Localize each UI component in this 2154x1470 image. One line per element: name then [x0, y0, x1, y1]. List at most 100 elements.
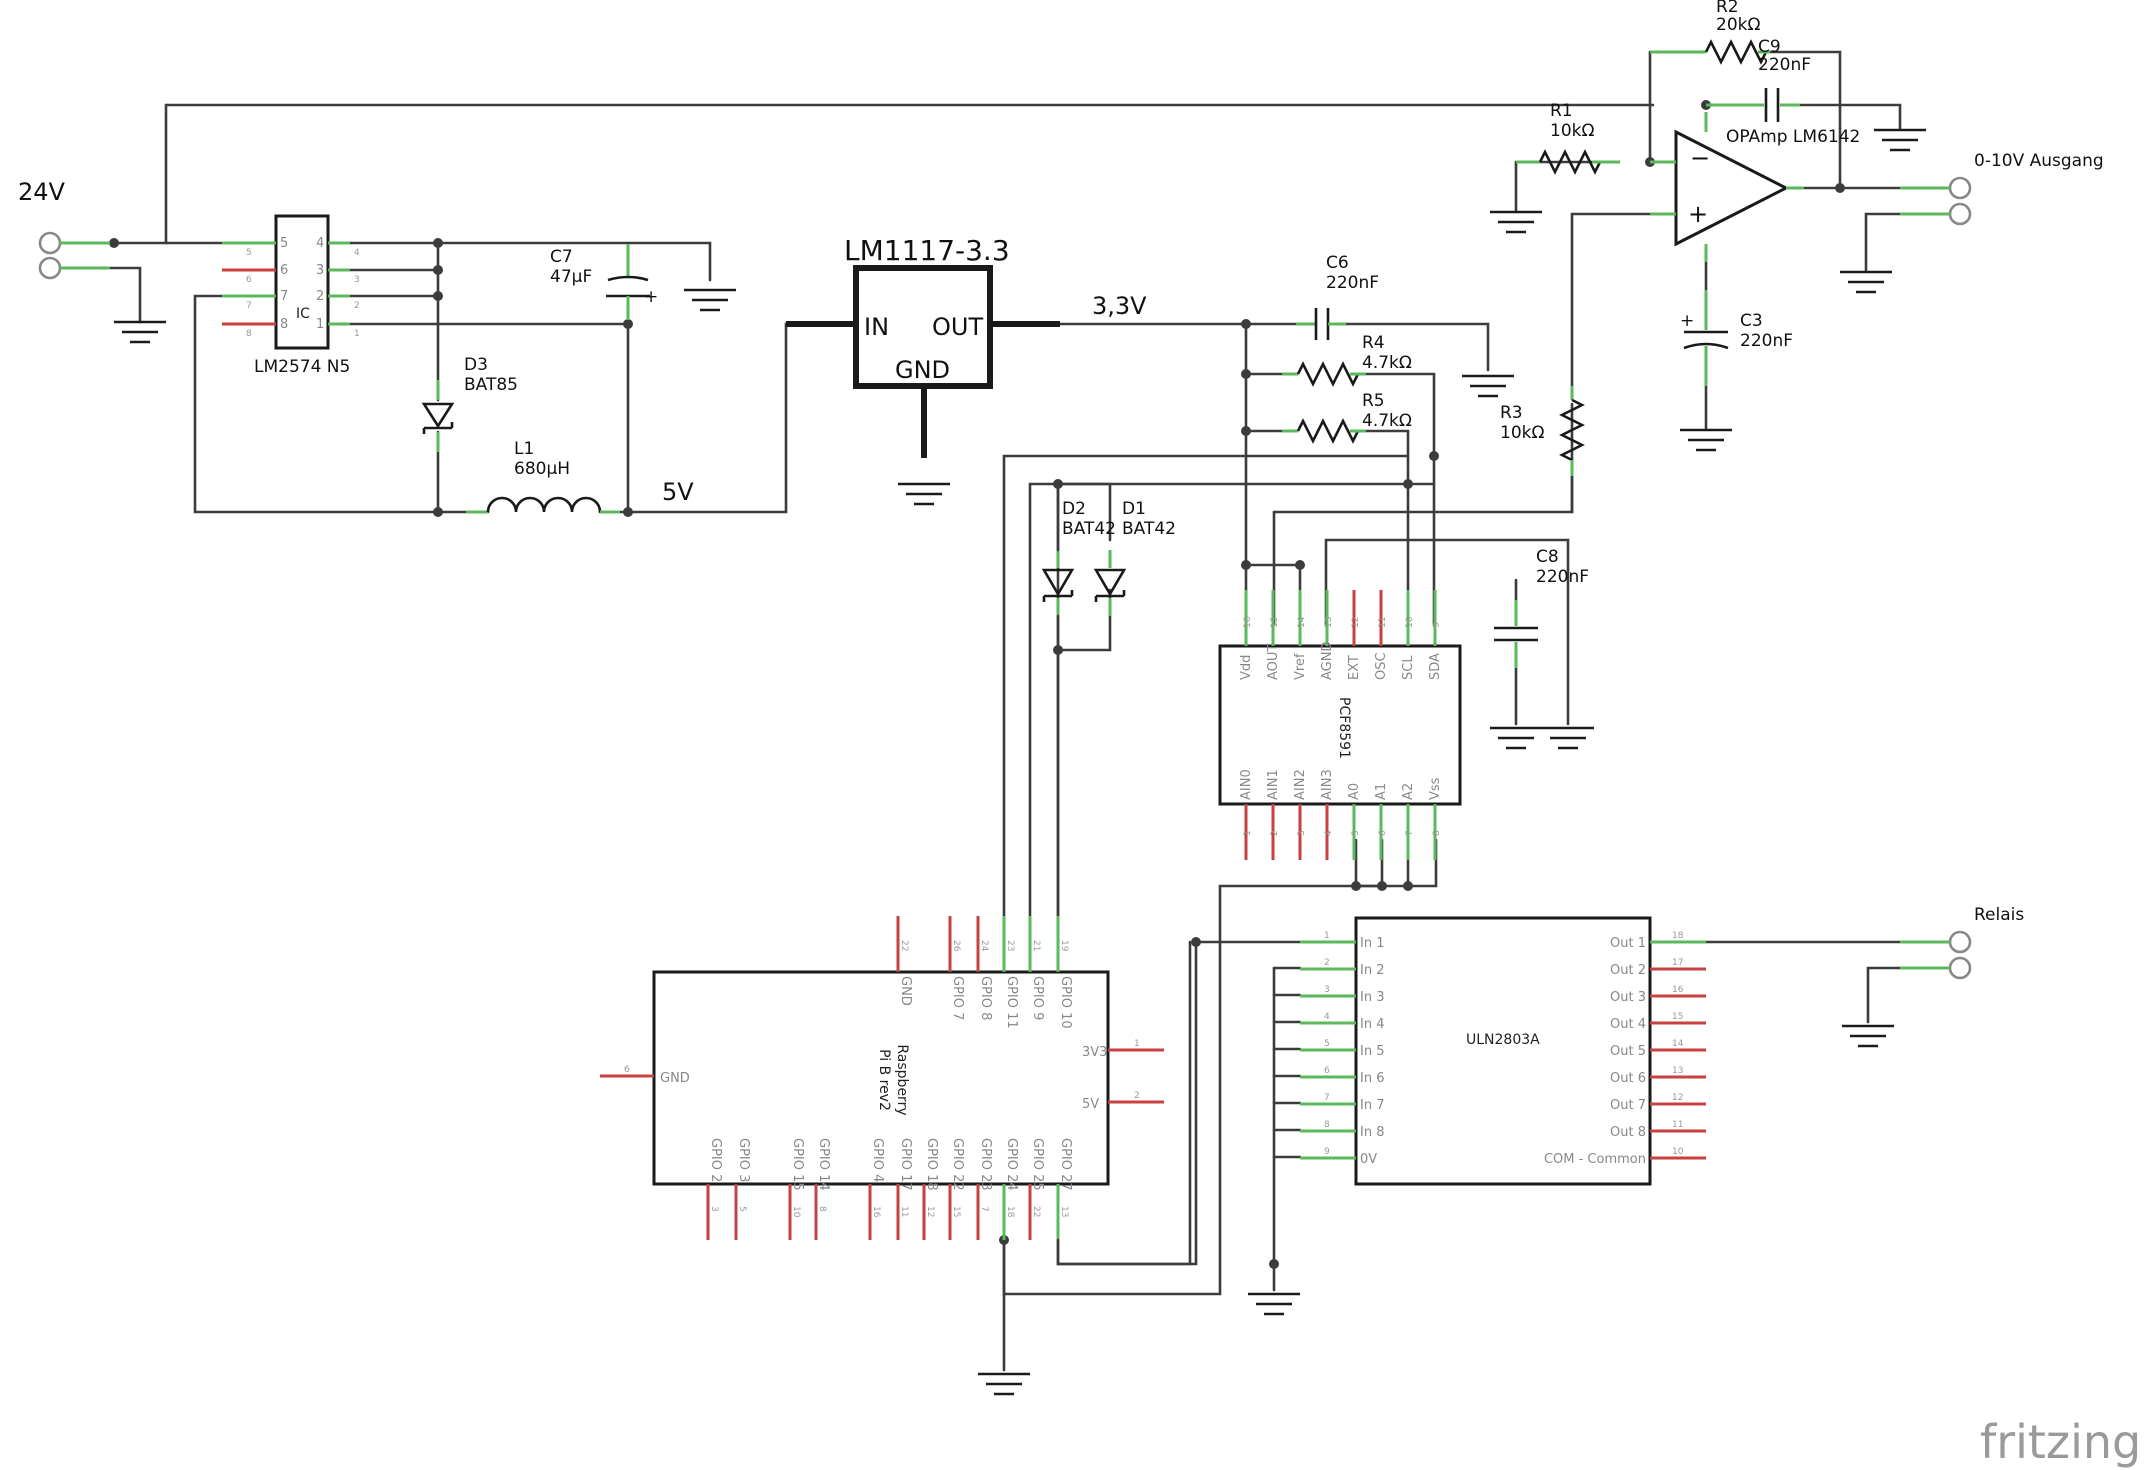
svg-text:4: 4 [316, 236, 324, 251]
svg-text:4: 4 [354, 248, 360, 258]
raspi-top-pin-num: 19 [1059, 940, 1069, 952]
svg-text:2: 2 [316, 289, 324, 304]
capacitor-c9[interactable]: C9 220nF [1706, 37, 1811, 122]
raspi-bottom-pin-label: GPIO 22 [950, 1138, 965, 1191]
diode-d3[interactable]: D3 BAT85 [421, 355, 518, 452]
r3-ref: R3 [1500, 403, 1523, 423]
resistor-r1[interactable]: R1 10kΩ [1516, 101, 1620, 175]
opamp-lm6142[interactable]: − + OPAmp LM6142 [1650, 112, 1860, 262]
r4-value: 4.7kΩ [1362, 353, 1412, 373]
label-5v: 5V [662, 478, 694, 506]
r2-value: 20kΩ [1716, 15, 1760, 35]
uln-left-pin-label: In 5 [1360, 1044, 1384, 1059]
r2-ref: R2 [1716, 0, 1739, 17]
pcf-bottom-pin-label: AIN2 [1293, 769, 1308, 800]
raspi-top-pin-label: GPIO 7 [950, 976, 965, 1020]
pcf8591-chip[interactable]: Vdd16AOUT15Vref14AGND13EXT12OSC11SCL10SD… [1218, 590, 1462, 860]
lm1117-regulator[interactable]: IN OUT GND LM1117-3.3 [844, 234, 1010, 389]
capacitor-c3[interactable]: + C3 220nF [1680, 290, 1793, 386]
raspi-bottom-pin-num: 13 [1059, 1206, 1069, 1217]
pcf-bottom-pin-label: A0 [1347, 783, 1362, 800]
resistor-r3[interactable]: R3 10kΩ [1500, 386, 1585, 476]
pcf-bottom-pin-num: 1 [1243, 830, 1253, 836]
d1-value: BAT42 [1122, 519, 1176, 539]
raspi-top-pin-label: GPIO 9 [1030, 976, 1045, 1020]
c6-value: 220nF [1326, 273, 1379, 293]
raspi-bottom-pin-num: 16 [871, 1206, 881, 1218]
resistor-r2[interactable]: R2 20kΩ [1650, 0, 1770, 65]
raspi-right-pin-label: 5V [1082, 1097, 1099, 1112]
uln-left-pin-num: 1 [1324, 931, 1330, 941]
svg-text:+: + [1688, 200, 1708, 228]
d1-ref: D1 [1122, 499, 1146, 519]
d3-value: BAT85 [464, 375, 518, 395]
capacitor-c6[interactable]: C6 220nF [1296, 253, 1379, 340]
raspi-left-pin-label: GND [660, 1071, 690, 1086]
lm1117-out: OUT [932, 313, 983, 341]
raspi-top-pin-num: 26 [951, 940, 961, 952]
lm2574-name: LM2574 N5 [254, 357, 350, 377]
r5-ref: R5 [1362, 391, 1385, 411]
uln-right-pin-num: 16 [1672, 985, 1684, 995]
ground-symbols [114, 128, 1926, 1396]
raspi-wires-extra [1056, 940, 1192, 1266]
diode-d1[interactable]: D1 BAT42 [1093, 499, 1176, 616]
resistor-r4[interactable]: R4 4.7kΩ [1282, 333, 1412, 387]
uln-left-pin-num: 8 [1324, 1120, 1330, 1130]
raspi-bottom-pin-num: 3 [709, 1206, 719, 1212]
raspi-bottom-pin-num: 11 [899, 1206, 909, 1217]
raspi-name-1: Raspberry [894, 1044, 910, 1115]
svg-text:3: 3 [354, 275, 360, 285]
raspi-bottom-pin-label: GPIO 3 [736, 1138, 751, 1182]
uln-right-pin-label: Out 2 [1610, 963, 1646, 978]
pcf-top-pin-label: AGND [1320, 642, 1335, 680]
raspi-right-pin-label: 3V3 [1082, 1045, 1107, 1060]
pcf-top-pin-label: OSC [1374, 652, 1389, 680]
pcf-bottom-pin-num: 4 [1324, 830, 1334, 836]
label-3-3v: 3,3V [1092, 292, 1147, 320]
svg-text:5: 5 [246, 248, 252, 258]
c7-value: 47µF [550, 267, 592, 287]
capacitor-c7[interactable]: + C7 47µF [550, 244, 658, 320]
output-terminal-0-10v[interactable] [1900, 176, 1972, 226]
capacitor-c8[interactable]: C8 220nF [1494, 547, 1589, 668]
pcf-bottom-pin-num: 6 [1378, 830, 1388, 836]
pcf-top-pin-num: 12 [1351, 617, 1361, 628]
c9-ref: C9 [1758, 37, 1781, 57]
lm2574-ic[interactable]: 5 6 7 8 4 3 2 1 5 6 7 8 4 3 2 1 IC LM257… [222, 214, 360, 377]
uln-right-pin-label: Out 1 [1610, 936, 1646, 951]
raspi-top-pin-label: GPIO 8 [978, 976, 993, 1020]
inductor-l1[interactable]: L1 680µH [466, 439, 620, 514]
uln-left-pin-num: 7 [1324, 1093, 1330, 1103]
c8-value: 220nF [1536, 567, 1589, 587]
raspi-bottom-pin-label: GPIO 25 [1030, 1138, 1045, 1191]
raspi-bottom-pin-label: GPIO 4 [870, 1138, 885, 1182]
uln-left-pin-num: 4 [1324, 1012, 1330, 1022]
r1-value: 10kΩ [1550, 121, 1594, 141]
raspi-bottom-pin-num: 7 [979, 1206, 989, 1212]
c8-ref: C8 [1536, 547, 1559, 567]
uln-left-pin-label: In 4 [1360, 1017, 1384, 1032]
resistor-r5[interactable]: R5 4.7kΩ [1282, 391, 1412, 444]
r1-ref: R1 [1550, 101, 1573, 121]
diode-d2[interactable]: D2 BAT42 [1041, 499, 1116, 616]
raspi-right-pin-num: 1 [1134, 1039, 1140, 1049]
pcf-top-pin-num: 14 [1297, 616, 1307, 628]
pcf-top-pin-num: 16 [1243, 616, 1253, 628]
raspi-top-pin-num: 22 [899, 940, 909, 951]
uln-right-pin-label: Out 7 [1610, 1098, 1646, 1113]
uln-left-pin-label: In 6 [1360, 1071, 1384, 1086]
raspi-bottom-pin-label: GPIO 24 [1004, 1138, 1019, 1191]
input-terminal-24v[interactable] [38, 231, 110, 280]
svg-text:1: 1 [354, 329, 360, 339]
pcf-bottom-pin-num: 7 [1405, 830, 1415, 836]
svg-text:−: − [1690, 144, 1710, 172]
uln-right-pin-label: Out 5 [1610, 1044, 1646, 1059]
lm1117-in: IN [864, 313, 889, 341]
power-wires [786, 321, 1060, 458]
relais-terminal[interactable] [1900, 930, 1972, 980]
l1-ref: L1 [514, 439, 534, 459]
svg-text:6: 6 [246, 275, 252, 285]
